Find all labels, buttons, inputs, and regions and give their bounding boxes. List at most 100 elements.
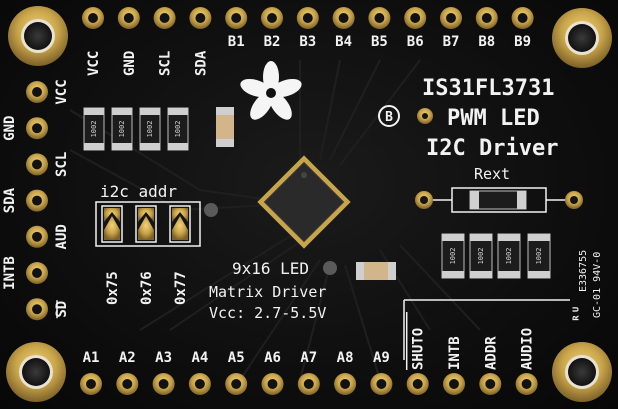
svg-text:1002: 1002 bbox=[146, 121, 154, 138]
mounting-holes bbox=[6, 6, 612, 402]
resistor: 1002 bbox=[111, 107, 133, 151]
mounting-hole bbox=[552, 342, 612, 402]
is31fl3731-chip bbox=[257, 155, 351, 249]
flower-logo bbox=[240, 61, 302, 120]
resistors-right: 1002 1002 1002 1002 bbox=[441, 233, 551, 279]
top-header-pads bbox=[82, 7, 534, 29]
pin-label: A7 bbox=[300, 350, 317, 366]
pin-label: INTB bbox=[447, 336, 463, 370]
solder-jumper bbox=[101, 205, 123, 243]
svg-text:1002: 1002 bbox=[90, 121, 98, 138]
rext-resistor bbox=[469, 190, 527, 210]
pin-label: A1 bbox=[83, 350, 100, 366]
pin-label: B3 bbox=[299, 34, 316, 50]
header-pad bbox=[26, 117, 48, 140]
header-pad bbox=[82, 7, 104, 29]
header-pad bbox=[443, 373, 465, 395]
pin-label: A9 bbox=[373, 350, 390, 366]
header-pad bbox=[225, 7, 248, 29]
cert-line-1: E336755 bbox=[578, 250, 589, 292]
capacitor-2 bbox=[356, 262, 396, 280]
pin-label: GND bbox=[2, 116, 18, 141]
svg-text:1002: 1002 bbox=[535, 248, 543, 265]
matrix-label-line-2: Matrix Driver bbox=[209, 283, 326, 301]
resistor: 1002 bbox=[139, 107, 161, 151]
header-pad bbox=[440, 7, 462, 29]
pin-label: B4 bbox=[335, 34, 352, 50]
resistor: 1002 bbox=[469, 233, 493, 279]
mounting-hole bbox=[6, 342, 66, 402]
header-pad bbox=[404, 7, 427, 29]
header-pad bbox=[26, 189, 48, 212]
header-pad bbox=[479, 373, 502, 395]
address-jumpers bbox=[101, 205, 191, 243]
pin-label: A8 bbox=[337, 350, 354, 366]
matrix-label-line-1: 9x16 LED bbox=[232, 259, 309, 278]
header-pad bbox=[26, 81, 48, 103]
pin-label: B6 bbox=[407, 34, 424, 50]
svg-text:1002: 1002 bbox=[477, 248, 485, 265]
pin-label: B8 bbox=[478, 34, 495, 50]
header-pad bbox=[334, 373, 357, 395]
pin-label: ADDR bbox=[483, 336, 499, 370]
pin-label: B1 bbox=[228, 34, 245, 50]
resistor: 1002 bbox=[497, 233, 521, 279]
header-pad bbox=[116, 373, 139, 395]
pcb-traces bbox=[69, 59, 481, 381]
resistor: 1002 bbox=[167, 107, 189, 151]
pin-label: A3 bbox=[155, 350, 172, 366]
header-pad bbox=[188, 373, 211, 395]
pin-label: B2 bbox=[264, 34, 281, 50]
svg-text:1002: 1002 bbox=[118, 121, 126, 138]
header-pad bbox=[117, 7, 140, 29]
pin-label: AUDIO bbox=[520, 328, 536, 370]
header-pad bbox=[515, 373, 538, 395]
pin-label: B9 bbox=[514, 34, 531, 50]
mounting-hole bbox=[552, 8, 612, 68]
cert-line-2: GC-01 94V-0 bbox=[592, 252, 603, 318]
ul-mark: ᴿᵁ bbox=[571, 305, 587, 322]
resistor: 1002 bbox=[527, 233, 551, 279]
pin-label: A6 bbox=[264, 350, 281, 366]
pin-label: A5 bbox=[228, 350, 245, 366]
address-label: 0x76 bbox=[139, 271, 155, 305]
capacitor bbox=[216, 107, 234, 147]
header-pad bbox=[370, 373, 393, 395]
resistor: 1002 bbox=[441, 233, 465, 279]
resistor: 1002 bbox=[83, 107, 105, 151]
pin-label: GND bbox=[122, 51, 138, 76]
fiducial-letter: B bbox=[385, 110, 393, 125]
header-pad bbox=[332, 7, 355, 29]
pin-label: SCL bbox=[54, 152, 70, 177]
rext-label: Rext bbox=[474, 165, 510, 183]
header-pad bbox=[511, 7, 534, 29]
pin-label: B7 bbox=[443, 34, 460, 50]
header-pad bbox=[261, 7, 283, 29]
pin-label: SD bbox=[54, 301, 70, 318]
header-pad bbox=[153, 7, 176, 29]
header-pad bbox=[26, 153, 48, 176]
header-pad bbox=[26, 298, 48, 321]
pin-label: VCC bbox=[54, 79, 70, 104]
pin-label: B5 bbox=[371, 34, 388, 50]
left-header-pads bbox=[26, 81, 48, 321]
address-section-label: i2c addr bbox=[100, 182, 177, 201]
header-pad bbox=[189, 7, 212, 29]
board-title-line-1: IS31FL3731 bbox=[422, 76, 554, 101]
header-pad bbox=[152, 373, 175, 395]
board-title-line-2: PWM LED bbox=[447, 106, 540, 131]
header-pad bbox=[297, 373, 320, 395]
pin-label: SHUTO bbox=[411, 328, 427, 370]
header-pad bbox=[296, 7, 319, 29]
pin-label: SDA bbox=[2, 187, 18, 213]
header-pad bbox=[26, 262, 48, 284]
pin-label: A4 bbox=[191, 350, 208, 366]
header-pad bbox=[475, 7, 498, 29]
board-title-line-3: I2C Driver bbox=[426, 136, 558, 161]
pin-label: SCL bbox=[158, 51, 174, 76]
